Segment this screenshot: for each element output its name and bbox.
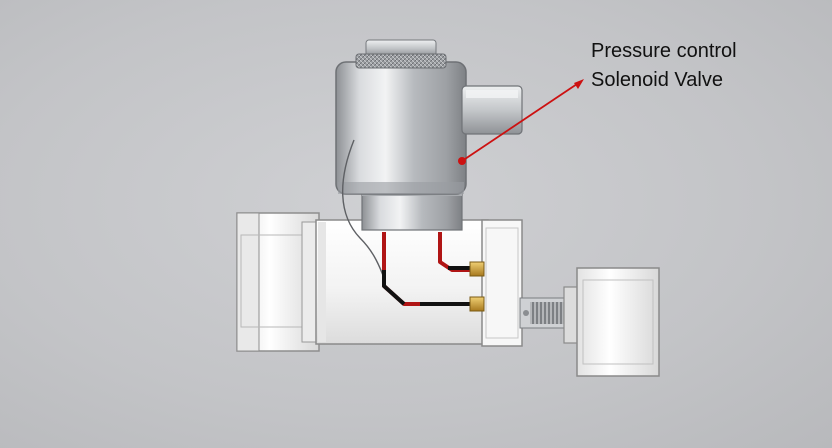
connector-block xyxy=(481,219,523,347)
left-hex-nut xyxy=(236,212,320,352)
side-port xyxy=(461,85,523,135)
solenoid-coil xyxy=(335,61,467,195)
right-hex-nut xyxy=(563,267,660,377)
ground-wire xyxy=(341,139,385,279)
valve-body xyxy=(315,219,489,345)
callout-pointer xyxy=(458,79,584,165)
solenoid-neck xyxy=(361,189,463,231)
lead-wires xyxy=(382,232,472,306)
brass-terminals xyxy=(469,261,485,312)
callout-label-line2: Solenoid Valve xyxy=(591,69,723,91)
knurled-cap xyxy=(355,39,447,69)
threaded-fitting xyxy=(519,297,569,329)
callout-label-line1: Pressure control xyxy=(591,40,737,62)
